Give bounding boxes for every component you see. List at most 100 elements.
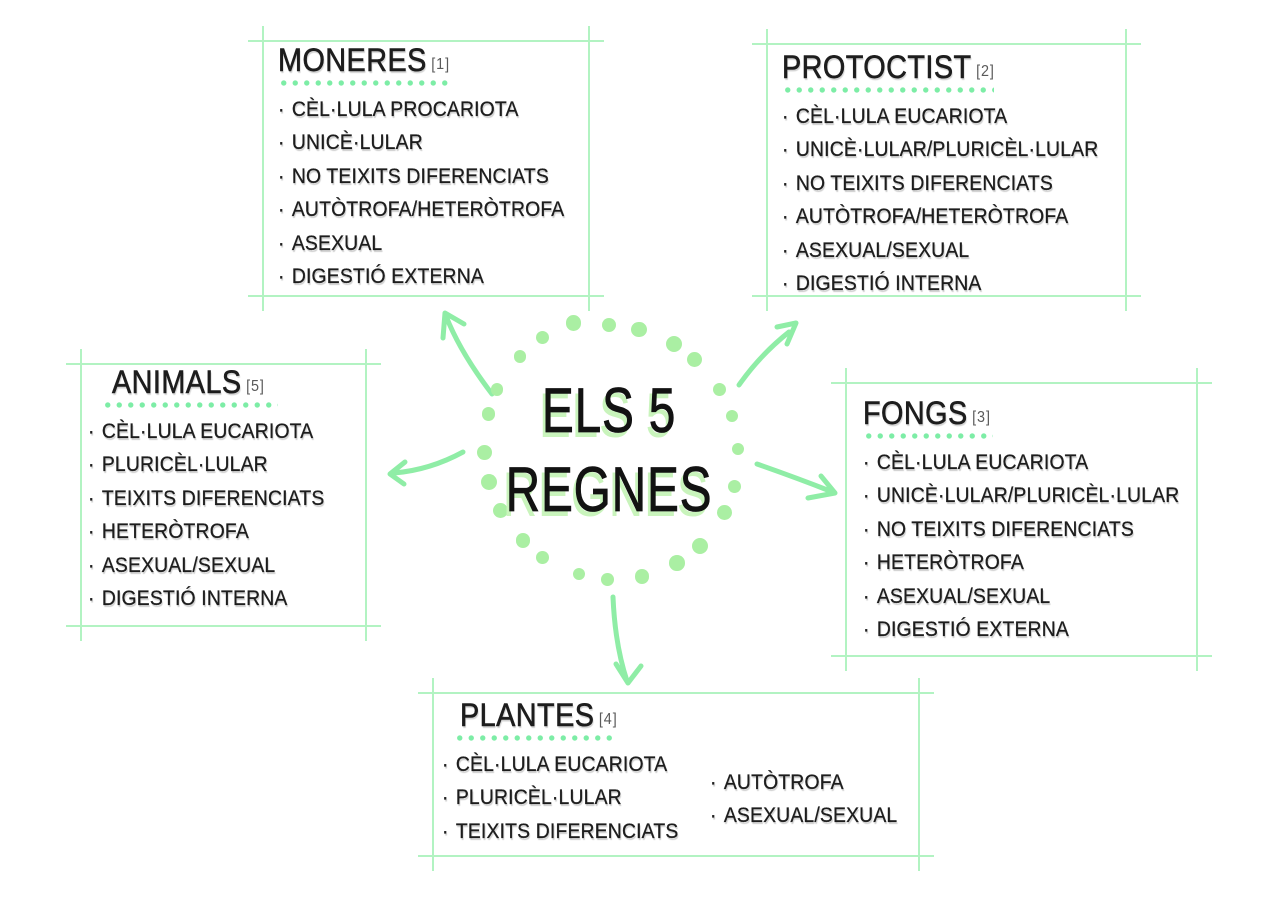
list-item: ·ASEXUAL/SEXUAL (782, 234, 1093, 267)
box-border-right (1125, 29, 1127, 311)
bullet-dot: · (863, 617, 870, 642)
list-item: ·ASEXUAL/SEXUAL (710, 799, 897, 832)
list-item: ·ASEXUAL (278, 227, 559, 260)
list-item: ·NO TEIXITS DIFERENCIATS (863, 513, 1165, 546)
bullet-dot: · (442, 752, 449, 776)
bullet-dot: · (88, 452, 95, 477)
item-text: CÈL·LULA EUCARIOTA (101, 419, 314, 443)
box-item-list: ·CÈL·LULA PROCARIOTA·UNICÈ·LULAR·NO TEIX… (278, 93, 590, 293)
list-item: ·NO TEIXITS DIFERENCIATS (782, 167, 1093, 200)
item-text: UNICÈ·LULAR (291, 130, 423, 155)
item-text: DIGESTIÓ EXTERNA (876, 617, 1069, 642)
box-title-row: PLANTES [4] (460, 697, 874, 733)
ring-dot (731, 443, 745, 456)
item-text: CÈL·LULA EUCARIOTA (876, 450, 1089, 474)
box-border-right (1196, 368, 1198, 671)
bullet-dot: · (782, 204, 789, 229)
box-border-top (248, 40, 604, 42)
item-text: DIGESTIÓ EXTERNA (291, 264, 484, 289)
box-border-left (262, 26, 264, 311)
kingdom-box-animals: ANIMALS [5] ·CÈL·LULA EUCARIOTA·PLURICÈL… (66, 349, 381, 641)
bullet-dot: · (863, 450, 870, 474)
item-text: NO TEIXITS DIFERENCIATS (876, 516, 1134, 541)
item-text: AUTÒTROFA (723, 770, 844, 794)
item-text: NO TEIXITS DIFERENCIATS (795, 170, 1053, 195)
box-border-bottom (831, 655, 1212, 657)
central-title-line1: ELS 5 (541, 376, 677, 447)
ring-dot (712, 382, 727, 397)
box-item-list: ·CÈL·LULA EUCARIOTA·UNICÈ·LULAR/PLURICÈL… (863, 446, 1198, 646)
ring-dot (573, 568, 586, 581)
box-border-bottom (752, 295, 1141, 297)
dotted-underline (278, 80, 450, 86)
bullet-dot: · (710, 803, 717, 828)
bullet-dot: · (278, 230, 285, 255)
box-border-right (365, 349, 367, 641)
item-text: ASEXUAL/SEXUAL (101, 552, 276, 577)
list-item: ·DIGESTIÓ INTERNA (88, 582, 339, 615)
item-text: UNICÈ·LULAR/PLURICÈL·LULAR (795, 137, 1099, 162)
item-text: DIGESTIÓ INTERNA (101, 586, 288, 611)
ring-dot (727, 479, 741, 494)
item-text: ASEXUAL/SEXUAL (876, 583, 1051, 608)
list-item: ·HETERÒTROFA (863, 546, 1165, 579)
ring-dot (566, 315, 582, 331)
bullet-dot: · (88, 552, 95, 577)
box-border-top (66, 363, 381, 365)
list-item: ·AUTÒTROFA/HETERÒTROFA (278, 193, 564, 226)
box-title: FONGS (863, 395, 968, 431)
item-text: DIGESTIÓ INTERNA (795, 271, 982, 296)
box-ref-number: [5] (246, 378, 265, 395)
item-text: CÈL·LULA PROCARIOTA (291, 97, 519, 121)
box-ref-number: [3] (972, 409, 991, 426)
box-ref-number: [1] (431, 56, 450, 73)
kingdom-box-moneres: MONERES [1] · CÈL·LULA PROCARIOTA · UNICÈ·L… (248, 26, 604, 311)
box-title: PLANTES (460, 697, 595, 733)
kingdom-box-protoctist: PROTOCTIST [2] ·CÈL·LULA EUCARIOTA·UNICÈ… (752, 29, 1141, 311)
list-item: ·CÈL·LULA EUCARIOTA (863, 446, 1165, 479)
ring-dot (686, 351, 702, 367)
list-item: ·PLURICÈL·LULAR (442, 781, 872, 814)
list-item: ·DIGESTIÓ EXTERNA (278, 260, 559, 293)
bullet-dot: · (88, 586, 95, 611)
dotted-underline (454, 735, 614, 741)
box-title: PROTOCTIST (782, 49, 972, 85)
item-text: ASEXUAL/SEXUAL (795, 237, 970, 262)
central-title: ELS 5 REGNES (409, 372, 809, 530)
item-text: TEIXITS DIFERENCIATS (101, 485, 325, 510)
central-title-line2: REGNES (505, 455, 713, 526)
box-title-row: MONERES [1] (278, 43, 559, 78)
ring-dot (476, 444, 492, 460)
ring-dot (490, 383, 503, 396)
list-item: ·DIGESTIÓ INTERNA (782, 267, 1093, 300)
list-item: ·UNICÈ·LULAR/PLURICÈL·LULAR (782, 133, 1098, 166)
ring-dot (691, 537, 708, 554)
ring-dot (631, 321, 647, 338)
ring-dot (717, 504, 733, 520)
ring-dot (481, 473, 498, 490)
bullet-dot: · (88, 419, 95, 443)
box-border-top (418, 692, 934, 694)
bullet-dot: · (782, 104, 789, 128)
box-border-bottom (418, 855, 934, 857)
ring-dot (535, 330, 550, 345)
bullet-dot: · (88, 519, 95, 544)
box-title-row: FONGS [3] (863, 395, 1165, 431)
item-text: PLURICÈL·LULAR (455, 785, 622, 810)
item-text: PLURICÈL·LULAR (101, 452, 268, 477)
box-title: ANIMALS (112, 364, 242, 400)
box-border-left (766, 29, 768, 311)
list-item: ·AUTÒTROFA/HETERÒTROFA (782, 200, 1093, 233)
bullet-dot: · (278, 264, 285, 289)
box-item-list: ·CÈL·LULA EUCARIOTA·PLURICÈL·LULAR·TEIXI… (88, 415, 367, 615)
list-item: ·HETERÒTROFA (88, 515, 339, 548)
box-item-list: ·CÈL·LULA EUCARIOTA·PLURICÈL·LULAR·TEIXI… (442, 748, 920, 848)
item-text: TEIXITS DIFERENCIATS (455, 818, 679, 843)
ring-dot (513, 350, 526, 363)
item-text: NO TEIXITS DIFERENCIATS (291, 163, 549, 188)
item-text: CÈL·LULA EUCARIOTA (455, 752, 668, 776)
item-text: CÈL·LULA EUCARIOTA (795, 104, 1008, 128)
ring-dot (665, 336, 682, 353)
box-border-bottom (66, 625, 381, 627)
